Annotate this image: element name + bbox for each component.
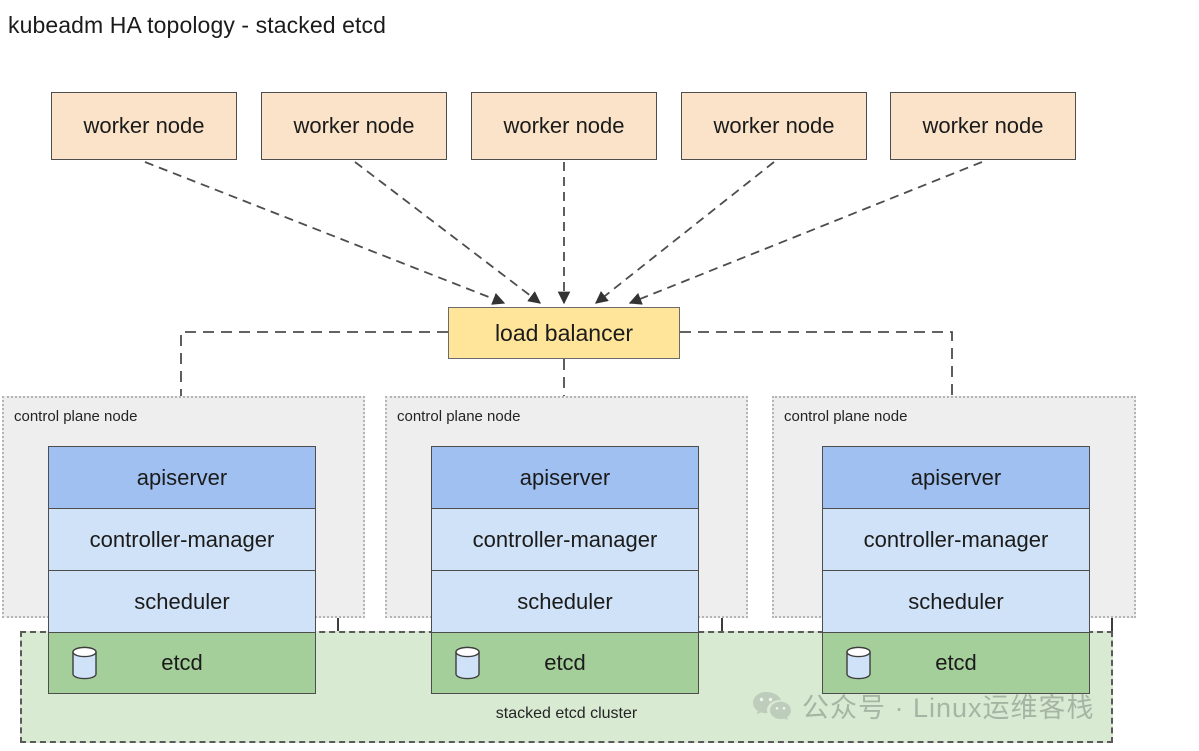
stacked-etcd-cluster-label: stacked etcd cluster <box>495 705 638 722</box>
load-balancer-box: load balancer <box>448 307 680 359</box>
worker-node-label: worker node <box>293 113 415 138</box>
component-stack-3: apiserver controller-manager scheduler e… <box>822 446 1090 694</box>
component-label: scheduler <box>517 588 613 614</box>
page-title: kubeadm HA topology - stacked etcd <box>8 12 387 38</box>
database-cylinder-icon <box>455 646 480 680</box>
component-etcd: etcd <box>48 632 316 694</box>
component-controller-manager: controller-manager <box>431 508 699 570</box>
database-cylinder-icon <box>846 646 871 680</box>
component-apiserver: apiserver <box>431 446 699 508</box>
worker-node-2: worker node <box>261 92 447 160</box>
component-label: scheduler <box>908 588 1004 614</box>
component-apiserver: apiserver <box>822 446 1090 508</box>
control-plane-node-label: control plane node <box>397 408 521 425</box>
component-apiserver: apiserver <box>48 446 316 508</box>
component-label: etcd <box>161 650 203 675</box>
component-label: apiserver <box>910 464 1002 490</box>
component-scheduler: scheduler <box>431 570 699 632</box>
worker-node-label: worker node <box>503 113 625 138</box>
worker-node-3: worker node <box>471 92 657 160</box>
database-cylinder-icon <box>72 646 97 680</box>
load-balancer-label: load balancer <box>494 319 634 346</box>
component-stack-2: apiserver controller-manager scheduler e… <box>431 446 699 694</box>
control-plane-node-label: control plane node <box>14 408 138 425</box>
worker-node-label: worker node <box>713 113 835 138</box>
worker-node-label: worker node <box>83 113 205 138</box>
component-label: etcd <box>935 650 977 675</box>
component-label: controller-manager <box>89 526 275 552</box>
component-label: apiserver <box>519 464 611 490</box>
component-etcd: etcd <box>822 632 1090 694</box>
component-controller-manager: controller-manager <box>822 508 1090 570</box>
worker-node-1: worker node <box>51 92 237 160</box>
component-controller-manager: controller-manager <box>48 508 316 570</box>
worker-node-5: worker node <box>890 92 1076 160</box>
component-etcd: etcd <box>431 632 699 694</box>
worker-node-4: worker node <box>681 92 867 160</box>
component-scheduler: scheduler <box>822 570 1090 632</box>
component-scheduler: scheduler <box>48 570 316 632</box>
component-label: scheduler <box>134 588 230 614</box>
component-label: apiserver <box>136 464 228 490</box>
component-label: etcd <box>544 650 586 675</box>
component-label: controller-manager <box>472 526 658 552</box>
control-plane-node-label: control plane node <box>784 408 908 425</box>
component-stack-1: apiserver controller-manager scheduler e… <box>48 446 316 694</box>
component-label: controller-manager <box>863 526 1049 552</box>
worker-node-label: worker node <box>922 113 1044 138</box>
